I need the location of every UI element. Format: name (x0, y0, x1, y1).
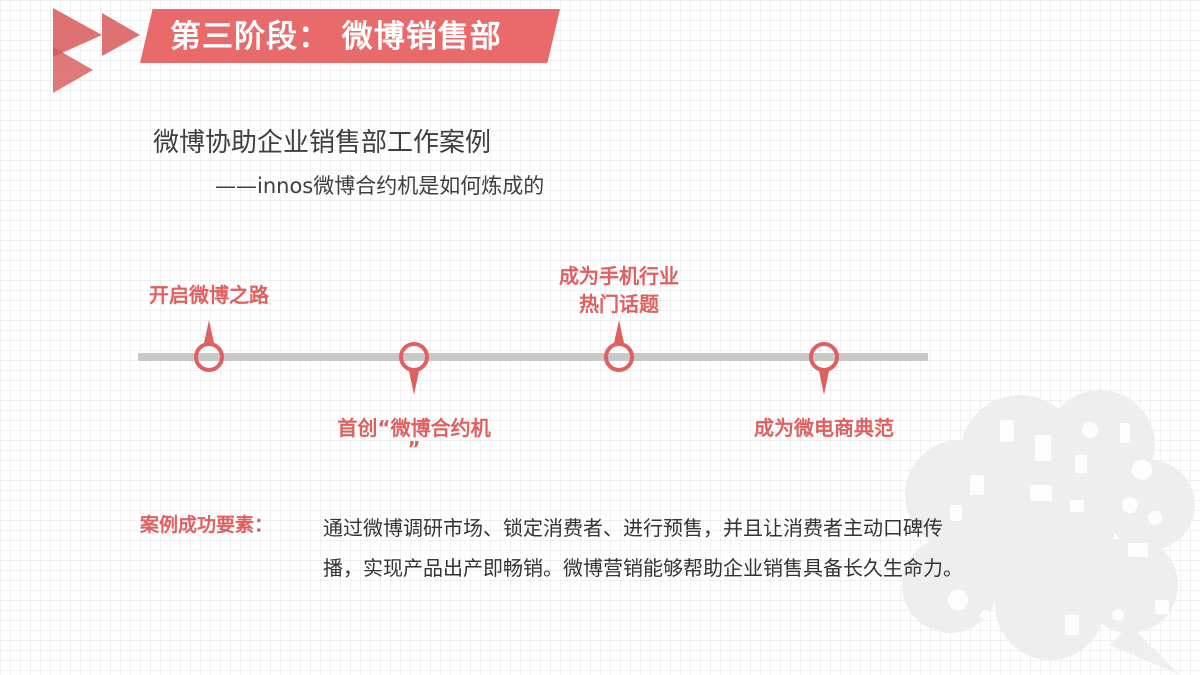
slide-title: 第三阶段： 微博销售部 (170, 19, 502, 55)
title-banner (140, 9, 560, 63)
milestone-label-2: 首创“微博合约机 ” (337, 416, 491, 461)
success-factors-text: 通过微博调研市场、锁定消费者、进行预售，并且让消费者主动口碑传 播，实现产品出产… (323, 516, 963, 580)
slide-heading: 微博协助企业销售部工作案例 (153, 128, 492, 158)
milestone-label-3: 成为手机行业 热门话题 (559, 264, 679, 316)
slide-subheading: ——innos微博合约机是如何炼成的 (215, 174, 545, 198)
timeline-marker-3-icon (604, 320, 634, 372)
milestone-label-1: 开启微博之路 (149, 283, 269, 307)
social-media-cloud-icon (902, 390, 1195, 675)
success-factors-label: 案例成功要素： (140, 514, 274, 536)
timeline-marker-4-icon (809, 342, 839, 395)
timeline-marker-2-icon (399, 342, 429, 395)
play-arrows-icon (53, 8, 140, 93)
timeline-bar (138, 353, 928, 361)
milestone-label-4: 成为微电商典范 (754, 416, 894, 440)
timeline-marker-1-icon (194, 320, 224, 372)
